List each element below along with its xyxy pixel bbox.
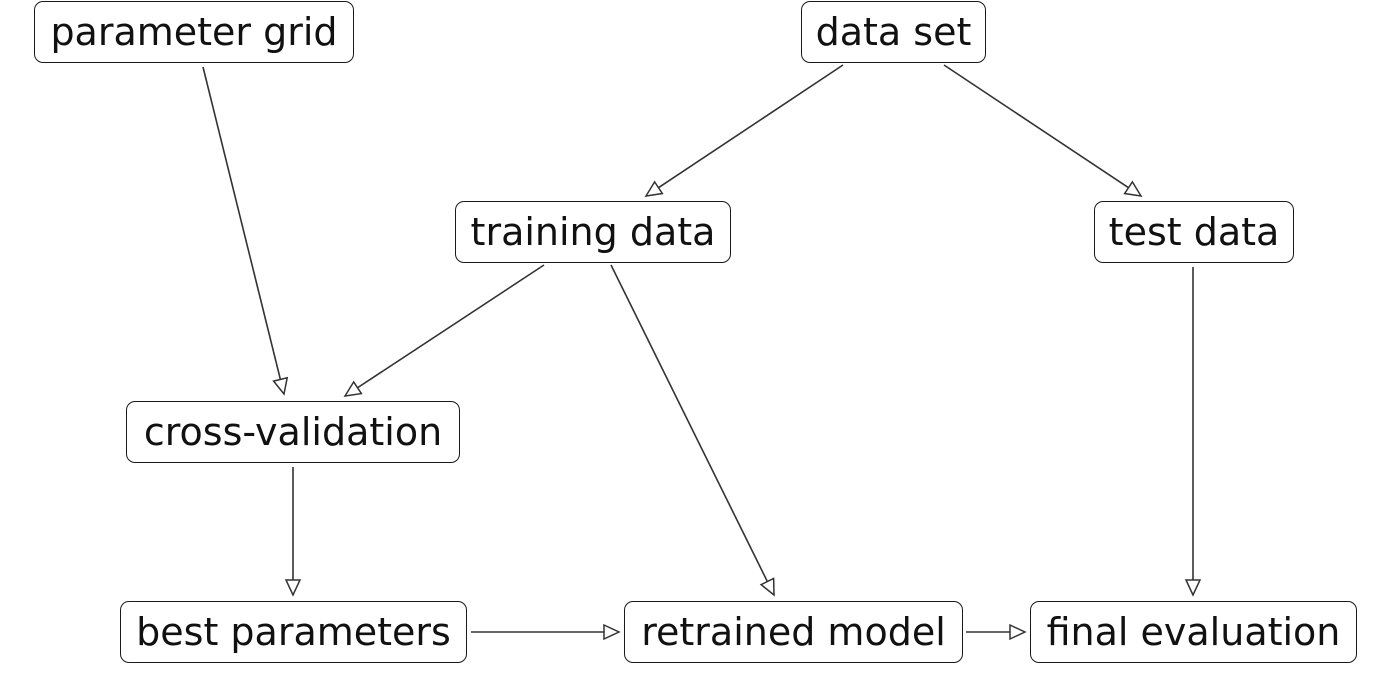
arrowhead-icon <box>1123 180 1143 197</box>
edge-data-set-to-test-data <box>943 64 1143 197</box>
edge-retrained-model-to-final-evaluation <box>966 623 1027 641</box>
arrowhead-icon <box>603 623 621 641</box>
node-test-data: test data <box>1094 201 1294 263</box>
node-cross-validation: cross-validation <box>126 401 460 463</box>
edge-cross-validation-to-best-parameters <box>284 467 302 597</box>
arrowhead-icon <box>1009 623 1027 641</box>
arrowhead-icon <box>759 577 775 597</box>
edge-line <box>658 64 844 189</box>
node-data-set: data set <box>801 1 986 63</box>
edge-line <box>610 264 769 582</box>
node-training-data: training data <box>455 201 731 263</box>
node-retrained-model: retrained model <box>624 601 963 663</box>
edge-best-parameters-to-retrained-model <box>471 623 621 641</box>
edge-line <box>202 66 282 380</box>
node-parameter-grid: parameter grid <box>34 1 354 63</box>
arrowhead-icon <box>272 376 289 396</box>
arrowhead-icon <box>284 579 302 597</box>
node-best-parameters: best parameters <box>120 601 467 663</box>
arrowhead-icon <box>343 380 363 397</box>
edge-data-set-to-training-data <box>644 64 844 197</box>
edge-line <box>357 264 545 389</box>
edge-training-data-to-retrained-model <box>610 264 775 597</box>
arrowhead-icon <box>644 180 664 197</box>
edge-parameter-grid-to-cross-validation <box>202 66 289 396</box>
edge-training-data-to-cross-validation <box>343 264 545 397</box>
edge-line <box>943 64 1129 189</box>
arrowhead-icon <box>1184 579 1202 597</box>
edge-test-data-to-final-evaluation <box>1184 267 1202 597</box>
node-final-evaluation: final evaluation <box>1030 601 1357 663</box>
